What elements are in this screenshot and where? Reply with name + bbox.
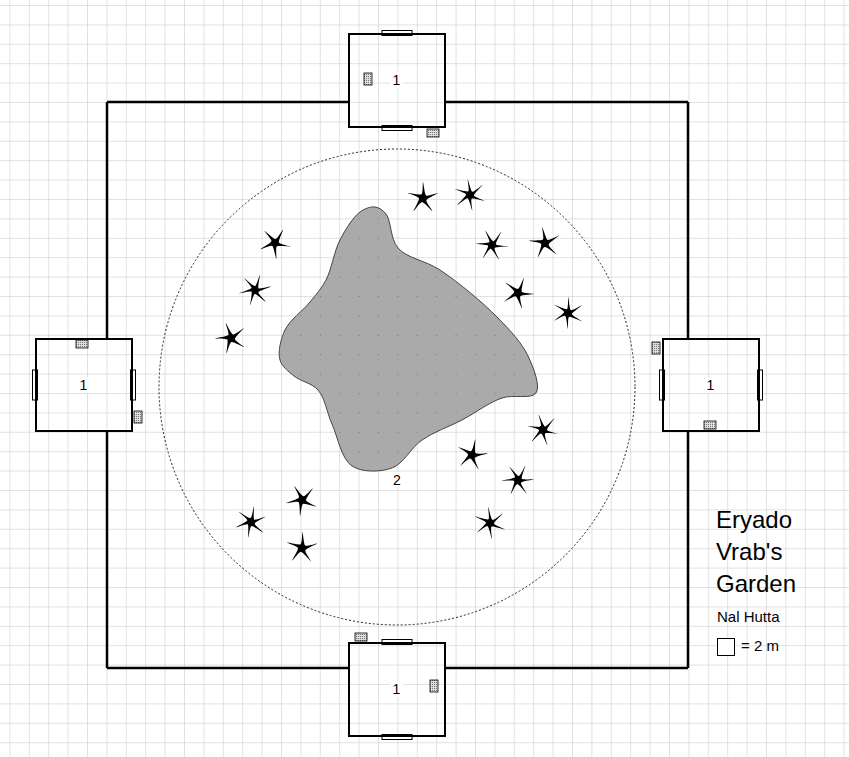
tree-symbol — [529, 227, 559, 257]
tree-symbol — [502, 466, 534, 494]
tree-symbol — [554, 297, 582, 329]
tree-symbol — [505, 278, 534, 308]
window-group — [33, 31, 763, 740]
tree-symbol — [476, 231, 508, 260]
tree-symbol — [455, 179, 485, 211]
tree-symbol — [239, 275, 270, 305]
tree-symbol — [527, 415, 558, 446]
scale-swatch — [717, 638, 735, 656]
building: 1 — [662, 338, 760, 432]
building: 1 — [348, 642, 446, 737]
garden-wall — [107, 102, 688, 668]
callout-number: 1 — [390, 681, 404, 697]
garden-area: 2 — [159, 149, 635, 625]
tree-symbol — [475, 507, 504, 539]
pond — [279, 207, 537, 471]
tree-symbol — [286, 486, 316, 516]
tree-symbol — [408, 182, 438, 211]
console-group — [76, 73, 716, 692]
tree-symbol — [287, 532, 317, 561]
scale-text: = 2 m — [741, 637, 779, 654]
building: 1 — [35, 338, 133, 432]
building: 1 — [348, 33, 446, 128]
region-label: Nal Hutta — [717, 608, 780, 625]
tree-group — [215, 179, 582, 561]
pond-shape — [279, 207, 537, 471]
map-title: Eryado Vrab's Garden — [716, 504, 826, 600]
garden-circle — [159, 149, 635, 625]
tree-symbol — [215, 323, 244, 353]
callout-number: 1 — [704, 377, 718, 393]
tree-symbol — [458, 439, 488, 469]
tree-symbol — [236, 506, 266, 537]
callout-number: 2 — [390, 472, 404, 488]
pond-texture — [279, 207, 537, 471]
callout-number: 1 — [390, 72, 404, 88]
callout-number: 1 — [77, 377, 91, 393]
tree-symbol — [260, 229, 290, 259]
